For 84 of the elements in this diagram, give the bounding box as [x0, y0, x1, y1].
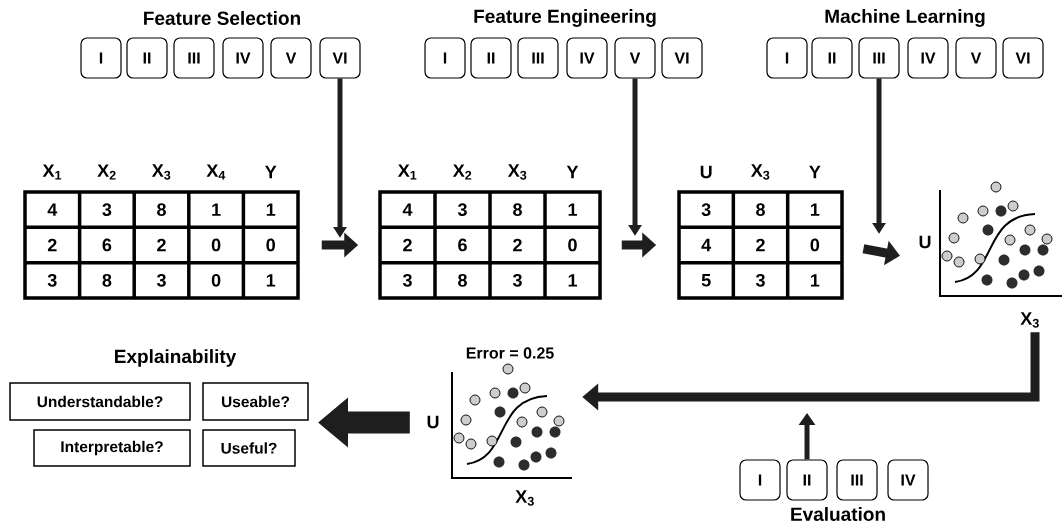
- numeral-box: II: [470, 37, 512, 79]
- column-header: Y: [566, 165, 579, 179]
- column-header: X$_{1}$: [397, 164, 417, 180]
- cell-value: 4: [402, 203, 413, 216]
- column-header: Y: [809, 165, 821, 179]
- cell-value: 8: [756, 203, 765, 217]
- column-header: X$_{4}$: [206, 164, 226, 180]
- numeral-box: III: [836, 459, 878, 501]
- cell-value: 4: [701, 238, 712, 252]
- cell-value: 3: [156, 273, 166, 287]
- cell-value: 1: [266, 203, 276, 216]
- cell-value: 8: [513, 203, 522, 217]
- section-heading: Feature Engineering: [474, 9, 656, 27]
- cell-value: 6: [102, 238, 112, 252]
- column-header: X$_{2}$: [97, 164, 116, 180]
- numeral-box: IV: [222, 37, 264, 79]
- cell-value: 3: [47, 273, 57, 287]
- numeral-box: III: [517, 37, 559, 79]
- numeral-box: I: [80, 37, 122, 79]
- question-box: Understandable?: [9, 382, 191, 421]
- numeral-box: IV: [887, 459, 929, 501]
- cell-value: 3: [755, 273, 765, 287]
- cell-value: 5: [701, 274, 711, 287]
- question-box: Useable?: [202, 382, 309, 421]
- cell-value: 0: [211, 238, 221, 252]
- column-header: U: [700, 165, 712, 179]
- numeral-box: III: [858, 37, 900, 79]
- cell-value: 4: [47, 203, 58, 216]
- cell-value: 3: [102, 203, 112, 217]
- cell-value: 1: [810, 203, 820, 216]
- column-header: X$_{3}$: [750, 164, 770, 180]
- axis-label: X$_{3}$: [515, 490, 534, 506]
- cell-value: 2: [513, 238, 522, 252]
- axis-label: X$_{3}$: [1020, 312, 1039, 328]
- numeral-box: V: [955, 37, 997, 79]
- cell-value: 8: [458, 273, 467, 287]
- numeral-box: VI: [661, 37, 703, 79]
- cell-value: 2: [47, 238, 57, 252]
- axis-label: U: [427, 415, 439, 429]
- numeral-box: I: [739, 459, 781, 501]
- numeral-box: V: [614, 37, 656, 79]
- cell-value: 3: [402, 273, 412, 287]
- cell-value: 2: [157, 238, 166, 252]
- numeral-box: IV: [907, 37, 949, 79]
- question-box: Useful?: [202, 429, 296, 467]
- section-heading: Explainability: [115, 349, 237, 367]
- cell-value: 0: [211, 273, 221, 287]
- cell-value: 0: [568, 238, 577, 252]
- cell-value: 0: [266, 238, 275, 252]
- numeral-box: I: [424, 37, 466, 79]
- numeral-box: II: [786, 459, 828, 501]
- numeral-box: I: [766, 37, 808, 79]
- axis-label: U: [919, 235, 931, 249]
- question-box: Interpretable?: [33, 429, 191, 467]
- cell-value: 1: [810, 274, 820, 287]
- column-header: X$_{3}$: [151, 164, 171, 180]
- numeral-box: VI: [319, 37, 361, 79]
- numeral-box: II: [811, 37, 853, 79]
- cell-value: 1: [568, 203, 577, 216]
- column-header: X$_{3}$: [507, 164, 527, 180]
- cell-value: 0: [810, 238, 820, 252]
- numeral-box: III: [173, 37, 215, 79]
- numeral-box: II: [126, 37, 168, 79]
- column-header: X$_{1}$: [42, 164, 62, 180]
- numeral-box: V: [270, 37, 312, 79]
- cell-value: 3: [512, 273, 522, 287]
- numeral-box: IV: [566, 37, 608, 79]
- cell-value: 3: [701, 203, 711, 217]
- cell-value: 2: [756, 238, 765, 252]
- cell-value: 6: [458, 238, 467, 252]
- column-header: Y: [265, 165, 277, 179]
- error-label: Error = 0.25: [466, 347, 554, 359]
- cell-value: 1: [212, 203, 221, 216]
- numeral-box: VI: [1002, 37, 1044, 79]
- cell-value: 2: [403, 238, 412, 252]
- section-heading: Evaluation: [791, 507, 885, 521]
- cell-value: 8: [102, 273, 112, 287]
- section-heading: Machine Learning: [825, 9, 985, 27]
- cell-value: 8: [157, 203, 166, 217]
- cell-value: 1: [568, 274, 577, 287]
- cell-value: 3: [457, 203, 467, 217]
- cell-value: 1: [266, 274, 276, 287]
- section-heading: Feature Selection: [144, 11, 300, 25]
- column-header: X$_{2}$: [452, 164, 472, 180]
